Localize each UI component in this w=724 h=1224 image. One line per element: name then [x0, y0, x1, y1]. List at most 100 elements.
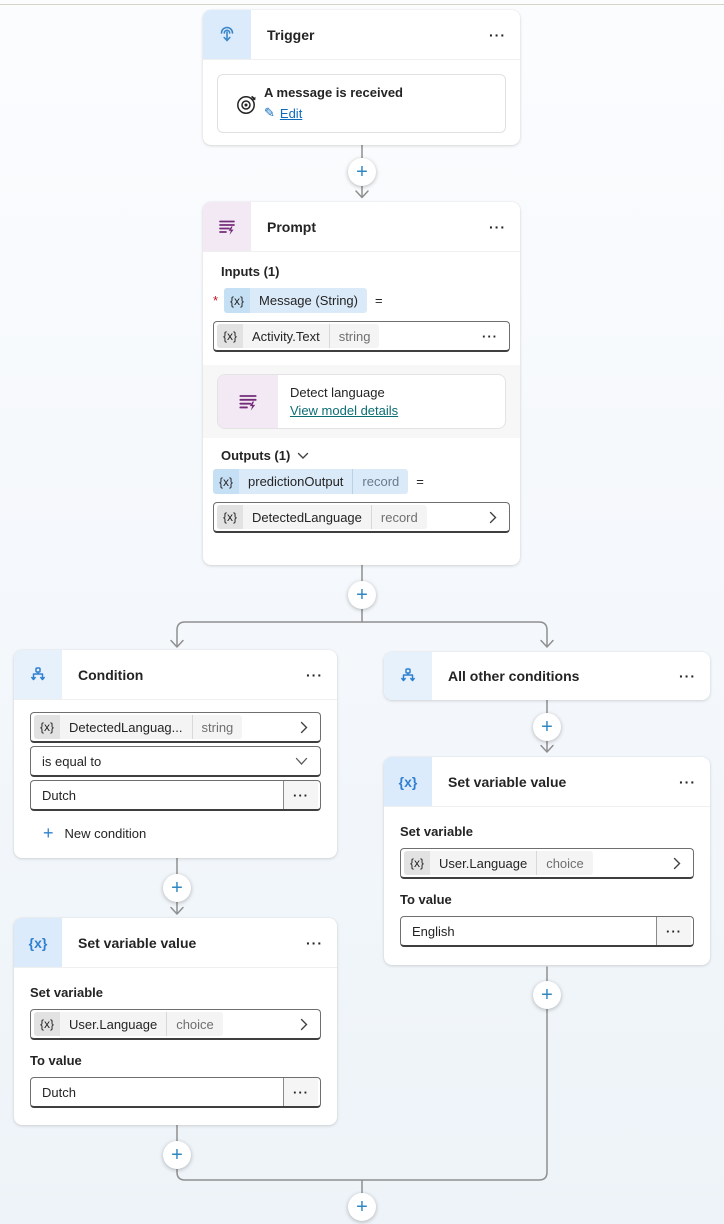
condition-card-header[interactable]: Condition ··· [14, 650, 337, 700]
arrowhead [540, 639, 554, 648]
all-other-conditions-header[interactable]: All other conditions ··· [384, 652, 710, 700]
insert-node-button-after-prompt[interactable]: + [348, 581, 376, 609]
variable-token-pill[interactable]: {x} User.Language choice [34, 1012, 223, 1036]
variable-token-icon: {x} [404, 851, 431, 875]
detect-language-model-icon [218, 375, 278, 428]
view-model-details-link[interactable]: View model details [290, 403, 399, 418]
chevron-down-icon [295, 757, 318, 766]
insert-node-button-after-merge[interactable]: + [348, 1193, 376, 1221]
prompt-card-title: Prompt [267, 218, 316, 235]
to-value: Dutch [42, 1084, 76, 1100]
set-variable-right-body: Set variable {x} User.Language choice To… [384, 807, 710, 963]
set-variable-right-header[interactable]: {x} Set variable value ··· [384, 757, 710, 807]
set-variable-label: Set variable [400, 824, 473, 839]
condition-branch-icon [14, 650, 62, 699]
insert-node-button-condition-branch[interactable]: + [163, 874, 191, 902]
prompt-card: Prompt ··· Inputs (1) * {x} Message (Str… [203, 202, 520, 565]
set-variable-right-title: Set variable value [448, 773, 567, 790]
trigger-card-header[interactable]: Trigger ··· [203, 10, 520, 60]
model-card[interactable]: Detect language View model details [217, 374, 506, 429]
set-variable-label: Set variable [30, 985, 103, 1000]
all-other-conditions-title: All other conditions [448, 668, 580, 684]
to-value-field[interactable]: Dutch ··· [30, 1077, 321, 1108]
variable-field[interactable]: {x} User.Language choice [400, 848, 694, 879]
all-other-more-menu-button[interactable]: ··· [665, 668, 710, 684]
chevron-right-icon[interactable] [663, 857, 691, 870]
prompt-icon [203, 202, 251, 251]
edit-link-label: Edit [279, 105, 303, 121]
condition-card-title: Condition [78, 666, 144, 683]
set-variable-right-more-button[interactable]: ··· [665, 774, 710, 790]
edit-link[interactable]: ✎ Edit [264, 105, 302, 121]
trigger-more-menu-button[interactable]: ··· [475, 27, 520, 43]
insert-node-button-after-setvar-left[interactable]: + [163, 1141, 191, 1169]
to-value-field[interactable]: English ··· [400, 916, 694, 947]
variable-token-pill[interactable]: {x} User.Language choice [404, 851, 593, 875]
to-value-label: To value [400, 892, 452, 907]
input-assignment-row: * {x} Message (String) = [213, 288, 510, 313]
set-variable-left-header[interactable]: {x} Set variable value ··· [14, 918, 337, 968]
prompt-card-header[interactable]: Prompt ··· [203, 202, 520, 252]
token-name: DetectedLanguag... [60, 715, 192, 739]
trigger-node-title: A message is received [264, 85, 403, 100]
insert-node-button-trigger-prompt[interactable]: + [348, 158, 376, 186]
model-band: Detect language View model details [203, 365, 520, 438]
canvas-top-divider [0, 4, 724, 5]
inputs-header: Inputs (1) [221, 264, 280, 279]
variable-token-icon: {x} [34, 715, 61, 739]
pencil-icon: ✎ [264, 105, 275, 120]
outputs-header: Outputs (1) [221, 448, 291, 463]
chevron-right-icon[interactable] [479, 511, 507, 524]
trigger-card-title: Trigger [267, 26, 315, 43]
output-token-pill[interactable]: {x} predictionOutput record [213, 469, 409, 494]
prompt-more-menu-button[interactable]: ··· [475, 219, 520, 235]
condition-operand-field[interactable]: {x} DetectedLanguag... string [30, 712, 321, 743]
insert-node-button-after-setvar-right[interactable]: + [533, 981, 561, 1009]
new-condition-label: New condition [64, 825, 147, 841]
variable-field[interactable]: {x} User.Language choice [30, 1009, 321, 1040]
trigger-node[interactable]: A message is received ✎ Edit [217, 74, 506, 133]
trigger-node-text: A message is received ✎ Edit [264, 85, 403, 122]
chevron-right-icon[interactable] [290, 1018, 318, 1031]
plus-icon: + [43, 823, 54, 843]
chevron-right-icon[interactable] [290, 721, 318, 734]
condition-operator-select[interactable]: is equal to [30, 746, 321, 777]
operand-token-pill[interactable]: {x} DetectedLanguag... string [34, 715, 243, 739]
to-value-more-button[interactable]: ··· [656, 917, 691, 945]
condition-card-body: {x} DetectedLanguag... string is equal t… [14, 700, 337, 850]
message-value-field[interactable]: {x} Activity.Text string ··· [213, 321, 510, 352]
arrowhead [170, 906, 184, 915]
outputs-header-row[interactable]: Outputs (1) [213, 448, 510, 463]
token-name: User.Language [60, 1012, 167, 1036]
token-type: record [370, 505, 427, 529]
output-value-field[interactable]: {x} DetectedLanguage record [213, 502, 510, 533]
token-name: User.Language [430, 851, 537, 875]
variable-token-icon: {x} [224, 288, 251, 313]
variable-token-icon: {x} [217, 324, 244, 348]
new-condition-button[interactable]: + New condition [43, 824, 146, 842]
required-asterisk: * [213, 293, 219, 308]
token-type: choice [536, 851, 593, 875]
condition-value-more-button[interactable]: ··· [283, 781, 318, 809]
condition-card: Condition ··· {x} DetectedLanguag... str… [14, 650, 337, 858]
input-token-pill[interactable]: {x} Message (String) [224, 288, 367, 313]
detected-language-token-pill[interactable]: {x} DetectedLanguage record [217, 505, 427, 529]
insert-node-button-other-branch[interactable]: + [533, 713, 561, 741]
condition-more-menu-button[interactable]: ··· [292, 667, 337, 683]
equals-sign: = [416, 474, 424, 489]
model-text: Detect language View model details [278, 375, 398, 428]
set-variable-card-left: {x} Set variable value ··· Set variable … [14, 918, 337, 1125]
variable-token-icon: {x} [217, 505, 244, 529]
set-variable-left-more-button[interactable]: ··· [292, 935, 337, 951]
condition-branch-icon [384, 652, 432, 700]
token-type: string [191, 715, 243, 739]
activity-text-token-pill[interactable]: {x} Activity.Text string [217, 324, 380, 348]
set-variable-card-right: {x} Set variable value ··· Set variable … [384, 757, 710, 965]
to-value-label: To value [30, 1053, 82, 1068]
token-type: string [328, 324, 380, 348]
to-value-more-button[interactable]: ··· [283, 1078, 318, 1106]
message-field-more-button[interactable]: ··· [473, 329, 507, 344]
variable-token-icon: {x} [384, 757, 432, 806]
condition-value-field[interactable]: Dutch ··· [30, 780, 321, 811]
